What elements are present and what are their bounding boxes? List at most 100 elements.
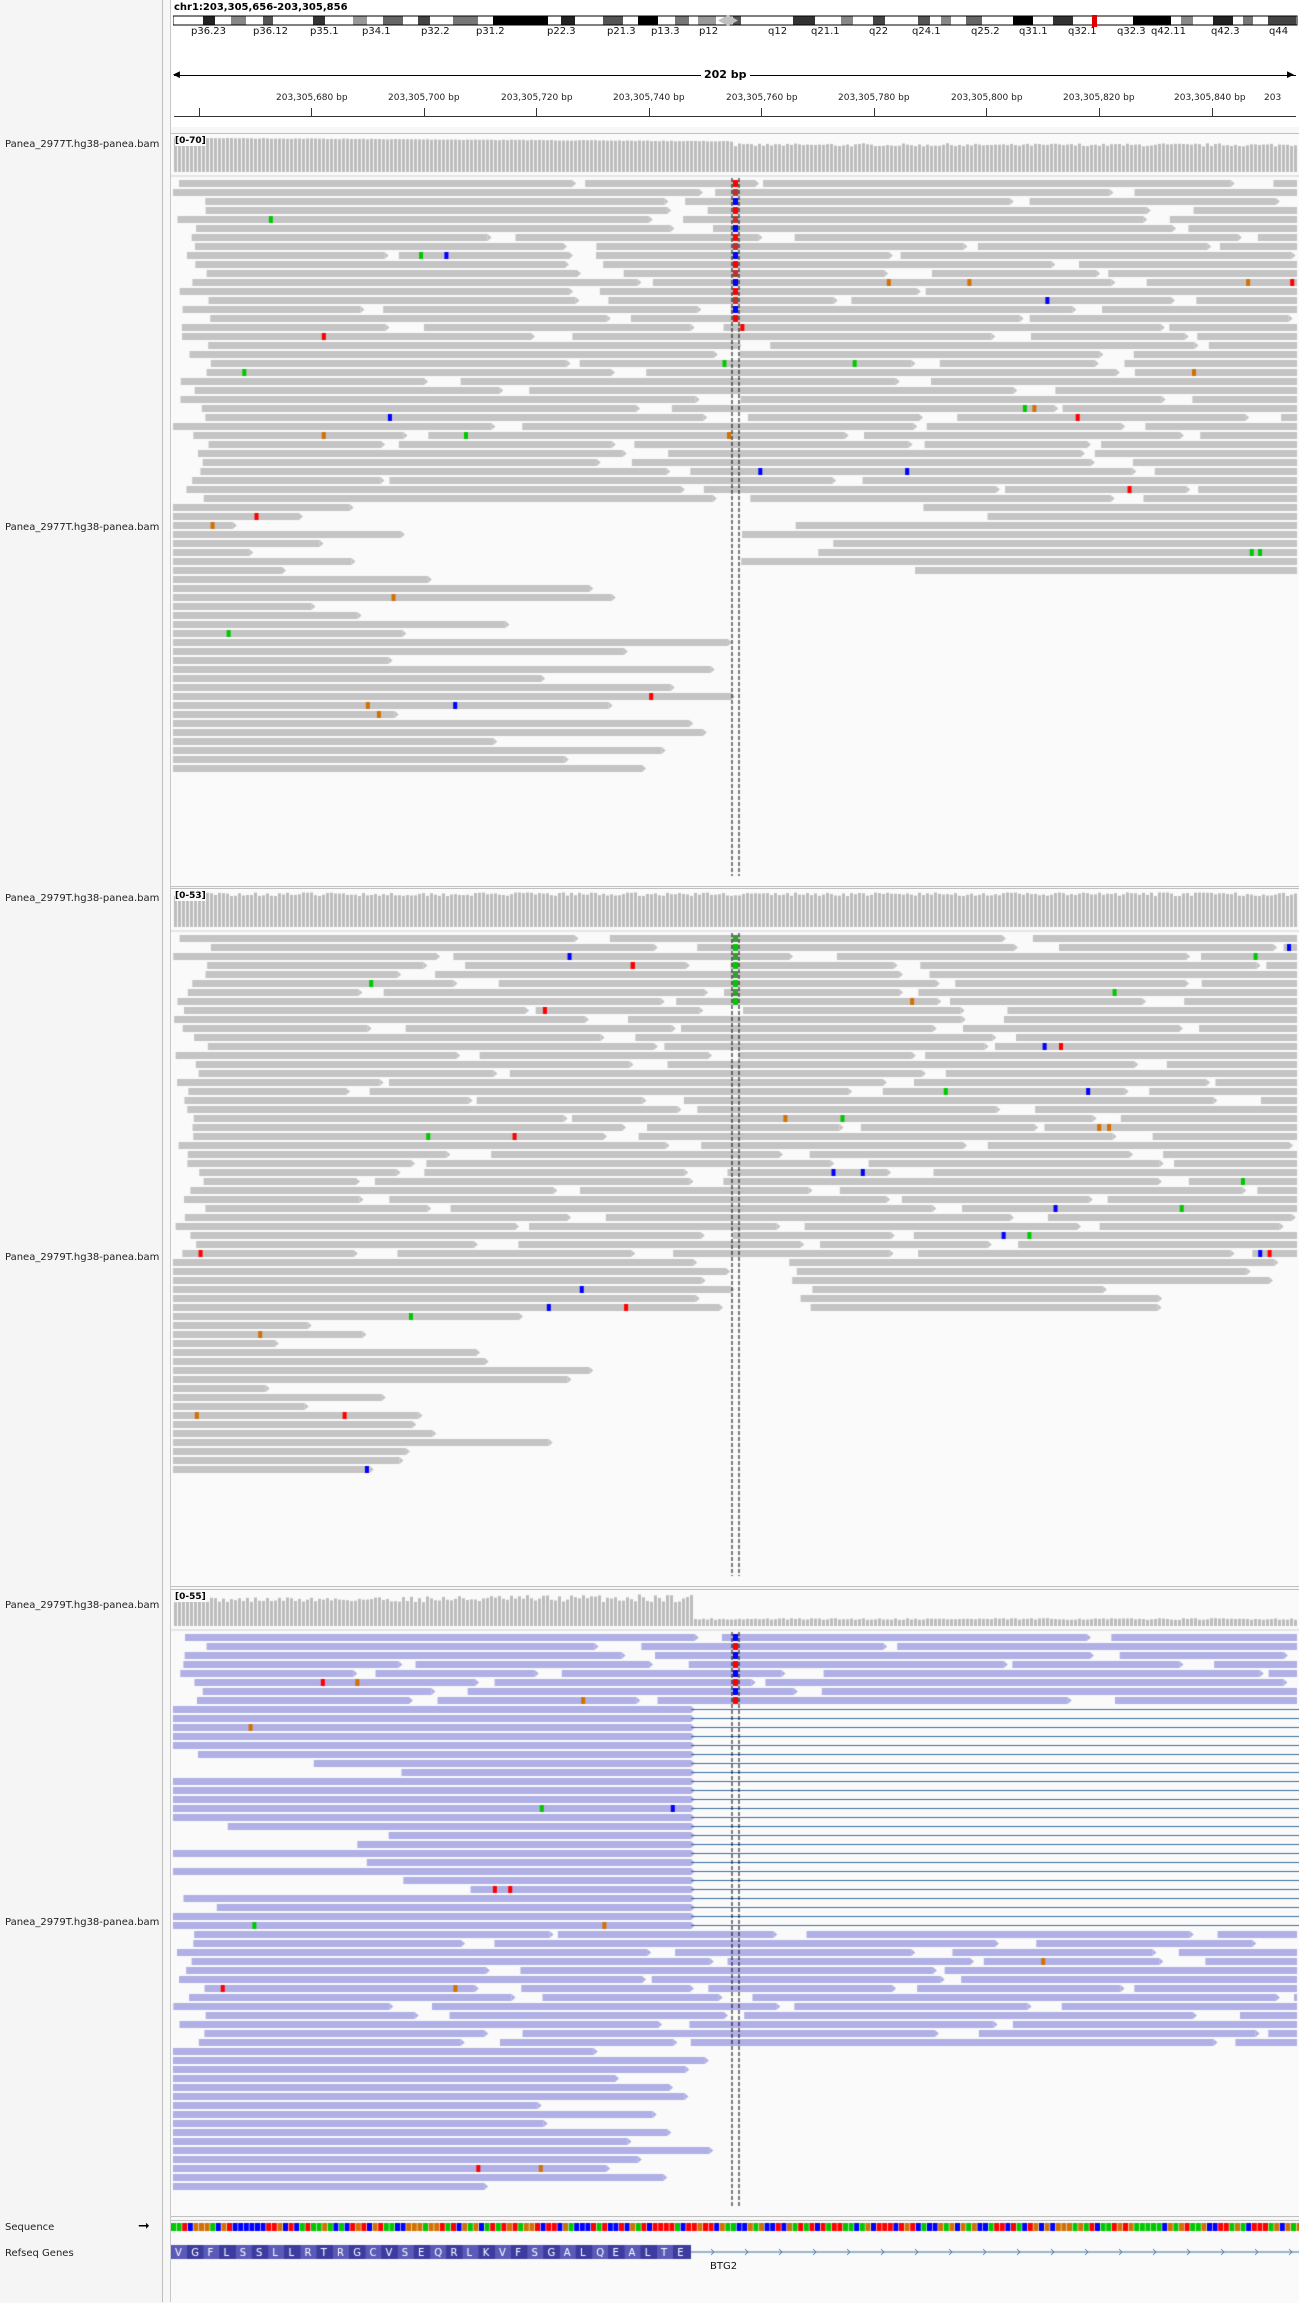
ideogram-band-19 bbox=[941, 16, 951, 25]
current-region-marker bbox=[1092, 15, 1097, 27]
ideogram-band-22 bbox=[1053, 16, 1073, 25]
ruler-tick-label: 203,305,680 bp bbox=[276, 93, 348, 103]
span-left-arrow-icon: ◀ bbox=[173, 70, 180, 80]
ruler-tick bbox=[1099, 108, 1100, 116]
ideogram-band-label: p32.2 bbox=[421, 26, 450, 37]
panel-divider[interactable] bbox=[170, 0, 171, 2302]
ideogram-band-7 bbox=[453, 16, 478, 25]
ruler-tick-label: 203 bbox=[1264, 93, 1282, 103]
ideogram-band-label: q22 bbox=[869, 26, 889, 37]
ideogram-band-label: p36.12 bbox=[253, 26, 288, 37]
header-panel: chr1:203,305,656-203,305,856 p36.23 p36.1… bbox=[171, 0, 1299, 127]
ideogram-band-label: p21.3 bbox=[607, 26, 636, 37]
sequence-gene-panel[interactable]: BTG2 bbox=[171, 2220, 1299, 2303]
ruler-baseline bbox=[174, 116, 1296, 117]
ruler-tick bbox=[649, 108, 650, 116]
ideogram-band-21 bbox=[1013, 16, 1033, 25]
ideogram-band-0 bbox=[203, 16, 215, 25]
centromere-icon bbox=[718, 15, 738, 26]
ruler-tick-label: 203,305,840 bp bbox=[1174, 93, 1246, 103]
ideogram-band-4 bbox=[353, 16, 367, 25]
ideogram-band-label: q25.2 bbox=[971, 26, 1000, 37]
ideogram-band-2 bbox=[263, 16, 273, 25]
strand-arrow-icon[interactable]: ➞ bbox=[138, 2218, 150, 2234]
alignment-canvas-1[interactable] bbox=[171, 134, 1299, 886]
ruler-tick-label: 203,305,780 bp bbox=[838, 93, 910, 103]
coverage-range-1: [0-70] bbox=[175, 136, 206, 146]
coverage-range-3: [0-55] bbox=[175, 1592, 206, 1602]
ruler-tick-label: 203,305,800 bp bbox=[951, 93, 1023, 103]
ideogram-band-label: q42.11 bbox=[1151, 26, 1186, 37]
ideogram-band-label: p34.1 bbox=[362, 26, 391, 37]
ideogram-band-18 bbox=[918, 16, 930, 25]
track-name-panel: Panea_2977T.hg38-panea.bam Coverage Pane… bbox=[0, 0, 163, 2302]
ideogram-band-label: q32.1 bbox=[1068, 26, 1097, 37]
ideogram-band-13 bbox=[698, 16, 716, 25]
reads-track-name-2[interactable]: Panea_2979T.hg38-panea.bam bbox=[5, 1252, 160, 1263]
refseq-track-name[interactable]: Refseq Genes bbox=[5, 2248, 74, 2259]
ideogram-band-11 bbox=[638, 16, 658, 25]
ruler-tick bbox=[986, 108, 987, 116]
ideogram-band-label: q32.3 bbox=[1117, 26, 1146, 37]
ideogram-band-label: p13.3 bbox=[651, 26, 680, 37]
ruler-tick bbox=[199, 108, 200, 116]
coverage-track-name-3[interactable]: Panea_2979T.hg38-panea.bam Coverage bbox=[5, 1600, 163, 1611]
ideogram-band-25 bbox=[1213, 16, 1233, 25]
sequence-canvas[interactable] bbox=[171, 2221, 1299, 2261]
ruler-tick bbox=[1212, 108, 1213, 116]
alignment-canvas-3[interactable] bbox=[171, 1590, 1299, 2216]
ideogram-band-3 bbox=[313, 16, 325, 25]
ruler-tick-label: 203,305,720 bp bbox=[501, 93, 573, 103]
ideogram-band-20 bbox=[966, 16, 982, 25]
ruler-tick bbox=[311, 108, 312, 116]
ideogram-band-label: q12 bbox=[768, 26, 788, 37]
span-right-arrow-icon: ▶ bbox=[1287, 70, 1294, 80]
ideogram-band-label: p35.1 bbox=[310, 26, 339, 37]
ruler-tick bbox=[424, 108, 425, 116]
sequence-track-name[interactable]: Sequence bbox=[5, 2222, 55, 2233]
ideogram-band-17 bbox=[873, 16, 885, 25]
ruler-tick bbox=[536, 108, 537, 116]
span-label: 202 bp bbox=[701, 68, 750, 81]
alignment-panel-2[interactable]: [0-53] bbox=[171, 888, 1299, 1587]
ideogram-band-26 bbox=[1243, 16, 1253, 25]
alignment-panel-1[interactable]: [0-70] bbox=[171, 133, 1299, 887]
ideogram-band-16 bbox=[841, 16, 853, 25]
ideogram-band-15 bbox=[793, 16, 815, 25]
ideogram-band-23 bbox=[1133, 16, 1171, 25]
ruler-tick bbox=[874, 108, 875, 116]
ruler-tick bbox=[761, 108, 762, 116]
ideogram-band-label: q44 bbox=[1269, 26, 1289, 37]
ideogram-band-10 bbox=[603, 16, 623, 25]
locus-label: chr1:203,305,656-203,305,856 bbox=[174, 2, 348, 13]
ideogram-band-label: q24.1 bbox=[912, 26, 941, 37]
ideogram-band-label: p31.2 bbox=[476, 26, 505, 37]
ideogram-band-24 bbox=[1181, 16, 1193, 25]
ruler-tick-label: 203,305,760 bp bbox=[726, 93, 798, 103]
reads-track-name-3[interactable]: Panea_2979T.hg38-panea.bam bbox=[5, 1917, 160, 1928]
chromosome-ideogram[interactable] bbox=[173, 15, 1299, 27]
ideogram-band-label: q31.1 bbox=[1019, 26, 1048, 37]
ruler-tick-label: 203,305,820 bp bbox=[1063, 93, 1135, 103]
alignment-canvas-2[interactable] bbox=[171, 889, 1299, 1586]
ideogram-band-1 bbox=[231, 16, 246, 25]
ideogram-band-label: p12 bbox=[699, 26, 719, 37]
ideogram-band-label: q21.1 bbox=[811, 26, 840, 37]
ideogram-band-5 bbox=[383, 16, 403, 25]
ideogram-band-label: q42.3 bbox=[1211, 26, 1240, 37]
ideogram-outline bbox=[173, 15, 1298, 26]
ideogram-band-9 bbox=[561, 16, 575, 25]
gene-label[interactable]: BTG2 bbox=[710, 2261, 738, 2272]
ideogram-band-27 bbox=[1268, 16, 1296, 25]
reads-track-name-1[interactable]: Panea_2977T.hg38-panea.bam bbox=[5, 522, 160, 533]
ideogram-band-6 bbox=[418, 16, 430, 25]
ruler-tick-label: 203,305,700 bp bbox=[388, 93, 460, 103]
ideogram-band-12 bbox=[675, 16, 689, 25]
alignment-panel-3[interactable]: [0-55] bbox=[171, 1589, 1299, 2217]
coverage-track-name-1[interactable]: Panea_2977T.hg38-panea.bam Coverage bbox=[5, 139, 163, 150]
ruler-tick-label: 203,305,740 bp bbox=[613, 93, 685, 103]
coverage-range-2: [0-53] bbox=[175, 891, 206, 901]
coverage-track-name-2[interactable]: Panea_2979T.hg38-panea.bam Coverage bbox=[5, 893, 163, 904]
ideogram-band-8 bbox=[493, 16, 548, 25]
ideogram-band-label: p36.23 bbox=[191, 26, 226, 37]
